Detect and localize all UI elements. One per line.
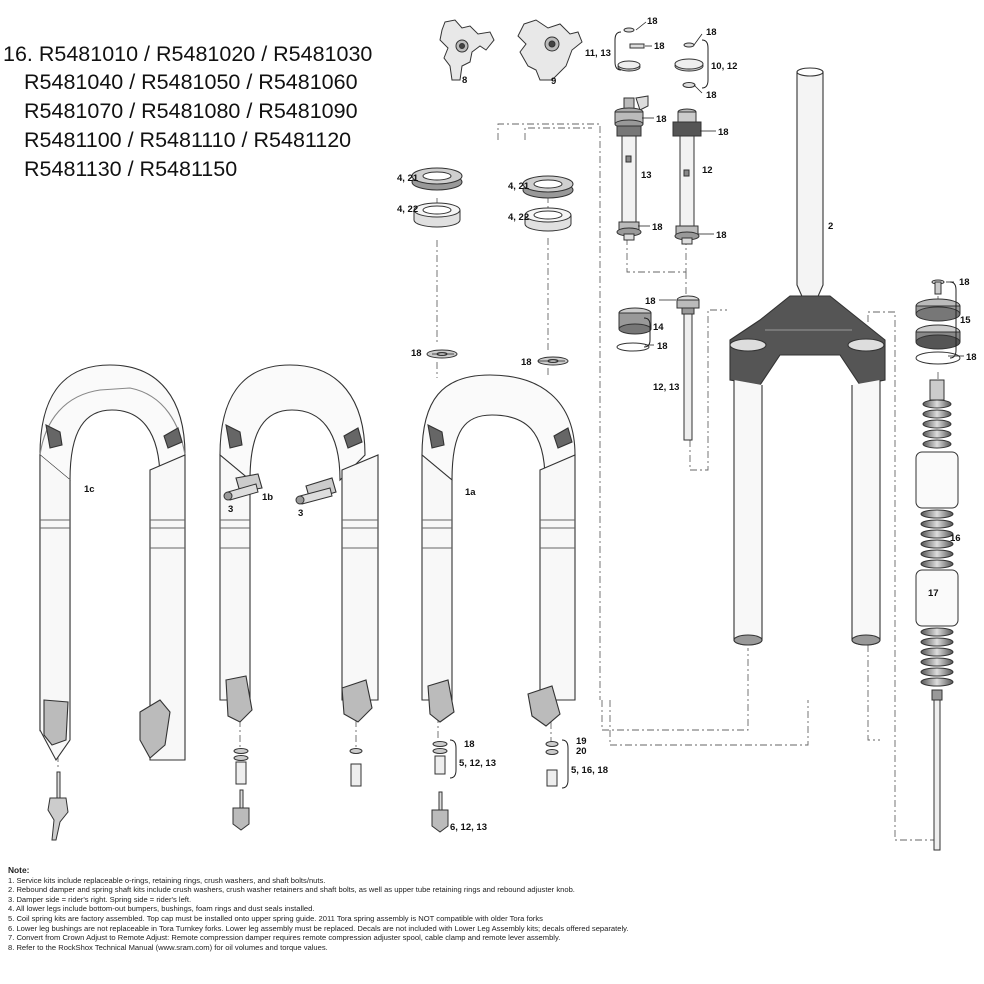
- callout-15: 15: [960, 315, 971, 326]
- note-item: 4. All lower legs include bottom-out bum…: [8, 904, 315, 914]
- callout-3: 3: [298, 508, 303, 519]
- callout-18: 18: [716, 230, 727, 241]
- callout-1a: 1a: [465, 487, 476, 498]
- callout-1c: 1c: [84, 484, 95, 495]
- callout-18: 18: [706, 90, 717, 101]
- callout-6-12-13: 6, 12, 13: [450, 822, 487, 833]
- callout-11-13: 11, 13: [585, 48, 611, 59]
- shaft-bolt-left: [47, 771, 69, 841]
- dust-seal-left: [411, 167, 463, 191]
- small-hardware-top: [617, 27, 704, 88]
- note-item: 1. Service kits include replaceable o-ri…: [8, 875, 326, 885]
- callout-18: 18: [464, 739, 475, 750]
- foam-ring-left: [413, 202, 461, 228]
- callout-5-12-13: 5, 12, 13: [459, 758, 496, 769]
- callout-18: 18: [645, 296, 656, 307]
- callout-1b: 1b: [262, 492, 273, 503]
- notes-title: Note:: [8, 865, 30, 875]
- rebound-adjuster-knob-8: [439, 19, 495, 81]
- crush-washer-set-1b: [232, 748, 363, 831]
- callout-4-21: 4, 21: [508, 181, 530, 192]
- lower-leg-1b: [219, 364, 379, 723]
- callout-14: 14: [653, 322, 664, 333]
- lower-leg-1c: [39, 364, 186, 762]
- callout-labels: 18 18 11, 13 8 9 18 10, 12 18 18 13 18 1…: [84, 16, 977, 833]
- spring-top-cap-15: [915, 279, 961, 365]
- callout-5-16-18: 5, 16, 18: [571, 765, 608, 776]
- crush-washers: [426, 349, 569, 366]
- callout-18: 18: [654, 41, 665, 52]
- dust-seal-right: [522, 175, 574, 199]
- part-number-line-2: R5481040 / R5481050 / R5481060: [24, 70, 358, 94]
- callout-18: 18: [521, 357, 532, 368]
- part-number-line-1: 16. R5481010 / R5481020 / R5481030: [3, 42, 373, 66]
- note-item: 6. Lower leg bushings are not replaceabl…: [8, 923, 629, 933]
- crush-washer-set-1a: [431, 741, 559, 833]
- callout-10-12: 10, 12: [711, 61, 737, 72]
- compression-adjuster-9: [517, 19, 583, 81]
- callout-18: 18: [652, 222, 663, 233]
- foam-ring-right: [524, 207, 572, 232]
- callout-brackets: [449, 31, 957, 789]
- note-item: 8. Refer to the RockShox Technical Manua…: [8, 942, 328, 952]
- callout-16: 16: [950, 533, 961, 544]
- callout-2: 2: [828, 221, 833, 232]
- coil-spring-16: [915, 379, 959, 851]
- callout-3: 3: [228, 504, 233, 515]
- callout-18: 18: [959, 277, 970, 288]
- callout-4-22: 4, 22: [397, 204, 418, 215]
- note-item: 5. Coil spring kits are factory assemble…: [8, 913, 543, 923]
- callout-9: 9: [551, 76, 556, 87]
- crown-steerer-uppers-2: [729, 67, 886, 646]
- rebound-rods-3: [223, 483, 333, 505]
- callout-18: 18: [706, 27, 717, 38]
- callout-18: 18: [966, 352, 977, 363]
- notes-section: Note: 1. Service kits include replaceabl…: [8, 865, 968, 952]
- callout-13: 13: [641, 170, 652, 181]
- callout-18: 18: [657, 341, 668, 352]
- callout-18: 18: [411, 348, 422, 359]
- callout-19: 19: [576, 736, 587, 747]
- callout-8: 8: [462, 75, 467, 86]
- callout-12-13: 12, 13: [653, 382, 679, 393]
- callout-18: 18: [656, 114, 667, 125]
- note-item: 2. Rebound damper and spring shaft kits …: [8, 885, 575, 895]
- rebound-shaft-12-13: [676, 295, 700, 441]
- part-number-line-5: R5481130 / R5481150: [24, 157, 238, 181]
- callout-18: 18: [647, 16, 658, 27]
- lower-leg-1a: [421, 374, 576, 727]
- leader-lines: [432, 21, 964, 362]
- note-item: 7. Convert from Crown Adjust to Remote A…: [8, 933, 561, 943]
- note-item: 3. Damper side = rider's right. Spring s…: [8, 894, 192, 904]
- damper-assembly-12: [672, 108, 702, 245]
- callout-12: 12: [702, 165, 713, 176]
- callout-17: 17: [928, 588, 939, 599]
- callout-4-22: 4, 22: [508, 212, 529, 223]
- damper-assembly-13: [614, 95, 649, 241]
- part-number-line-3: R5481070 / R5481080 / R5481090: [24, 99, 358, 123]
- part-number-line-4: R5481100 / R5481110 / R5481120: [24, 128, 352, 152]
- callout-20: 20: [576, 746, 587, 757]
- callout-18: 18: [718, 127, 729, 138]
- seal-head-14: [616, 307, 652, 352]
- callout-4-21: 4, 21: [397, 173, 419, 184]
